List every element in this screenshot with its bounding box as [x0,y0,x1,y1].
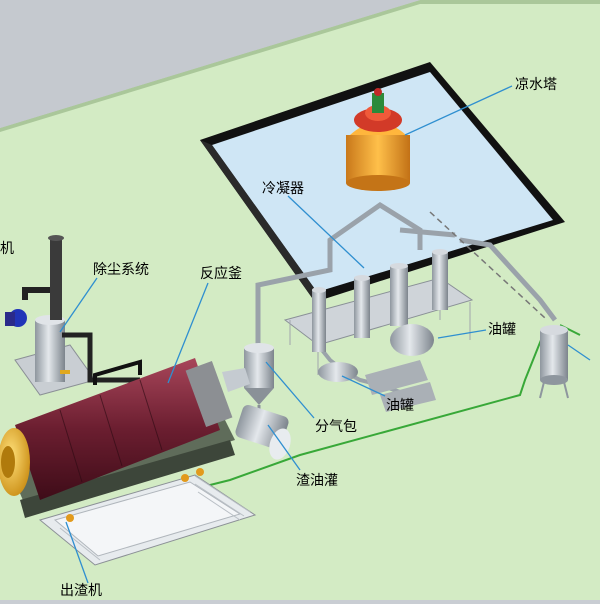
residue-tank [235,404,291,460]
label-residue-tank: 渣油灌 [296,473,338,489]
steel-pipes [255,202,557,345]
label-condenser: 冷凝器 [262,181,304,197]
label-oil-tank-right: 油罐 [488,322,516,338]
label-gas-separator: 分气包 [315,419,357,435]
label-fan: 机 [0,241,14,257]
oil-tank-mid-shape [318,362,358,382]
dust-removal [5,235,140,396]
label-slag-discharger: 出渣机 [60,583,102,599]
label-dust-removal: 除尘系统 [93,262,149,278]
background-top-left [0,0,420,128]
slag-pit [38,474,257,566]
label-reactor: 反应釜 [200,266,242,282]
condenser-columns [312,249,448,352]
valves [66,468,204,522]
label-cooling-tower: 凉水塔 [515,77,557,93]
oil-tank-right-shape [390,324,434,356]
reactor [0,358,250,500]
dashed-line [429,211,546,319]
vertical-oil-tank [539,325,569,399]
cooling-tower [346,88,410,191]
leader-lines [59,85,591,584]
label-oil-tank-mid: 油罐 [386,398,414,414]
